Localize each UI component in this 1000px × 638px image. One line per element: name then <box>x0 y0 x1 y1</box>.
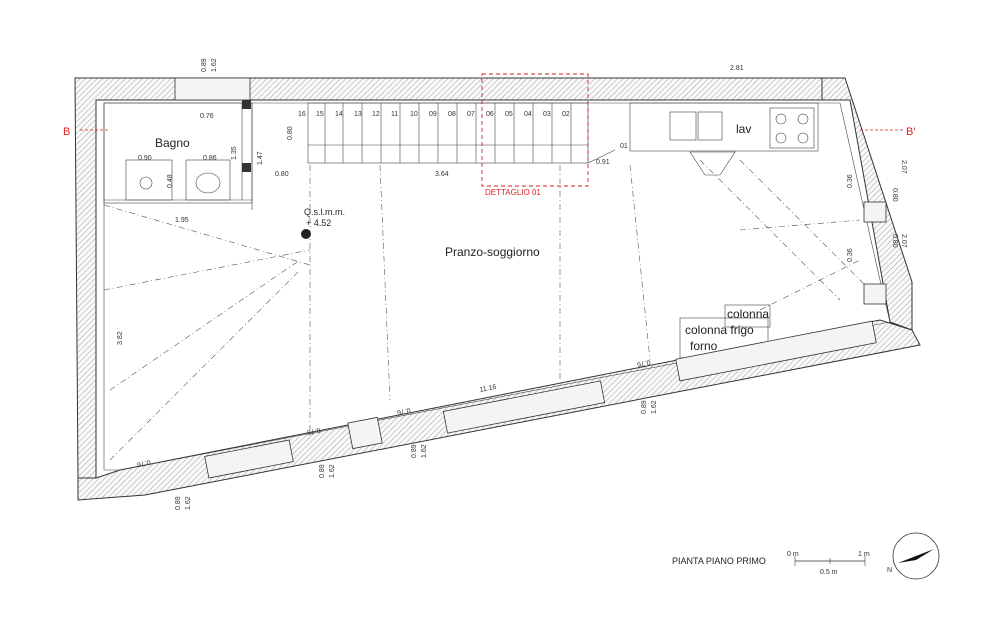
window-niche-3 <box>442 380 606 434</box>
dim-stair-w: 0.80 <box>287 126 294 140</box>
stair-step: 16 <box>298 111 306 118</box>
stair-step: 14 <box>335 111 343 118</box>
window-niche-2 <box>347 416 383 450</box>
column-post-2 <box>242 163 251 172</box>
dim-stair-run-b: 3.64 <box>435 171 449 178</box>
dim-stair-run-a: 0.80 <box>275 171 289 178</box>
stair-step: 15 <box>316 111 324 118</box>
stair-step: 02 <box>562 111 570 118</box>
section-mark-left: B <box>63 126 70 138</box>
room-label-living: Pranzo-soggiorno <box>445 245 540 259</box>
window-niche-right-2 <box>863 283 887 305</box>
dim-sill4-a: 0.89 <box>641 400 648 414</box>
dim-bottom-span: 11.16 <box>479 384 497 394</box>
stair-step: 11 <box>391 111 398 118</box>
shower-drain <box>139 176 153 190</box>
stair-step: 07 <box>467 111 475 118</box>
dim-left-height: 3.82 <box>117 331 124 345</box>
dim-bottom-w4: 0.76 <box>636 358 651 367</box>
dim-bottom-w1: 0.76 <box>136 458 151 467</box>
dim-bath-v3: 1.47 <box>257 151 264 165</box>
stair-step: 12 <box>372 111 380 118</box>
window-niche-4 <box>675 320 877 382</box>
detail-box <box>481 73 589 187</box>
sink-basin-2 <box>697 111 723 141</box>
interior-outline <box>103 102 891 471</box>
stair-step: 05 <box>505 111 513 118</box>
level-marker <box>301 229 311 239</box>
room-label-bathroom: Bagno <box>155 136 190 150</box>
dim-bath-v2: 1.35 <box>231 146 238 160</box>
dim-bath-mid: 0.86 <box>203 155 217 162</box>
column-fridge-label: colonna frigo <box>685 323 754 337</box>
sink-mixer <box>689 151 736 176</box>
window-niche-1 <box>204 439 294 479</box>
wc-bowl <box>195 172 221 194</box>
north-arrow-icon <box>898 549 934 563</box>
oven-label: forno <box>690 339 718 353</box>
scale-start: 0 m <box>787 551 799 558</box>
dim-left-span: 1.95 <box>175 217 189 224</box>
section-mark-right: B' <box>906 126 915 138</box>
elevation-label: Q.s.l.m.m. <box>304 207 345 217</box>
outer-wall-right <box>821 77 913 331</box>
dim-sill3-a: 0.89 <box>411 444 418 458</box>
kitchen-counter <box>629 102 819 152</box>
dim-bottom-w3: 0.76 <box>396 406 411 415</box>
shower-tray <box>125 159 173 201</box>
dim-stair-end: 0.91 <box>596 159 610 166</box>
dim-top-left-h2: 1.62 <box>211 58 218 72</box>
stair-step: 09 <box>429 111 437 118</box>
dim-right-b1: 0.36 <box>847 248 854 262</box>
dim-bath-v1: 0.48 <box>167 174 174 188</box>
sink-basin <box>669 111 697 141</box>
elevation-value: + 4.52 <box>306 218 331 228</box>
stair-step: 01 <box>620 143 628 150</box>
dim-top-overall: 2.81 <box>730 65 744 72</box>
dim-sill3-b: 1.62 <box>421 444 428 458</box>
north-label: N <box>887 567 892 574</box>
detail-label: DETTAGLIO 01 <box>485 188 541 197</box>
dim-bottom-w2: 0.76 <box>306 426 321 435</box>
stair-step: 13 <box>354 111 362 118</box>
dim-sill1-a: 0.89 <box>175 496 182 510</box>
stair-step: 10 <box>410 111 418 118</box>
dim-sill1-b: 1.62 <box>185 496 192 510</box>
window-niche-right <box>863 201 887 223</box>
stair-step: 08 <box>448 111 456 118</box>
stair-step: 06 <box>486 111 494 118</box>
plan-title: PIANTA PIANO PRIMO <box>672 556 766 566</box>
top-window <box>174 77 251 101</box>
dim-sill2-a: 0.89 <box>319 464 326 478</box>
dim-sill2-b: 1.62 <box>329 464 336 478</box>
stair-step: 04 <box>524 111 532 118</box>
fridge-cabinet <box>724 304 771 328</box>
dim-right-b2: 0.80 <box>891 234 898 248</box>
dim-right-a3: 2.07 <box>900 160 907 174</box>
dim-right-a1: 0.36 <box>847 174 854 188</box>
column-label: colonna <box>727 307 769 321</box>
dim-bath-left: 0.90 <box>138 155 152 162</box>
dim-top-left-h: 0.89 <box>201 58 208 72</box>
dim-sill4-b: 1.62 <box>651 400 658 414</box>
washbasin <box>185 159 231 201</box>
north-arrow-circle <box>892 532 940 580</box>
column-post <box>242 100 251 109</box>
dim-bath-width: 0.76 <box>200 113 214 120</box>
scale-end: 1 m <box>858 551 870 558</box>
dim-right-b3: 2.07 <box>900 234 907 248</box>
dim-right-a2: 0.80 <box>891 188 898 202</box>
stair-step: 03 <box>543 111 551 118</box>
cooktop <box>769 107 815 149</box>
scale-mid: 0.5 m <box>820 569 838 576</box>
sink-label: lav <box>736 122 751 136</box>
